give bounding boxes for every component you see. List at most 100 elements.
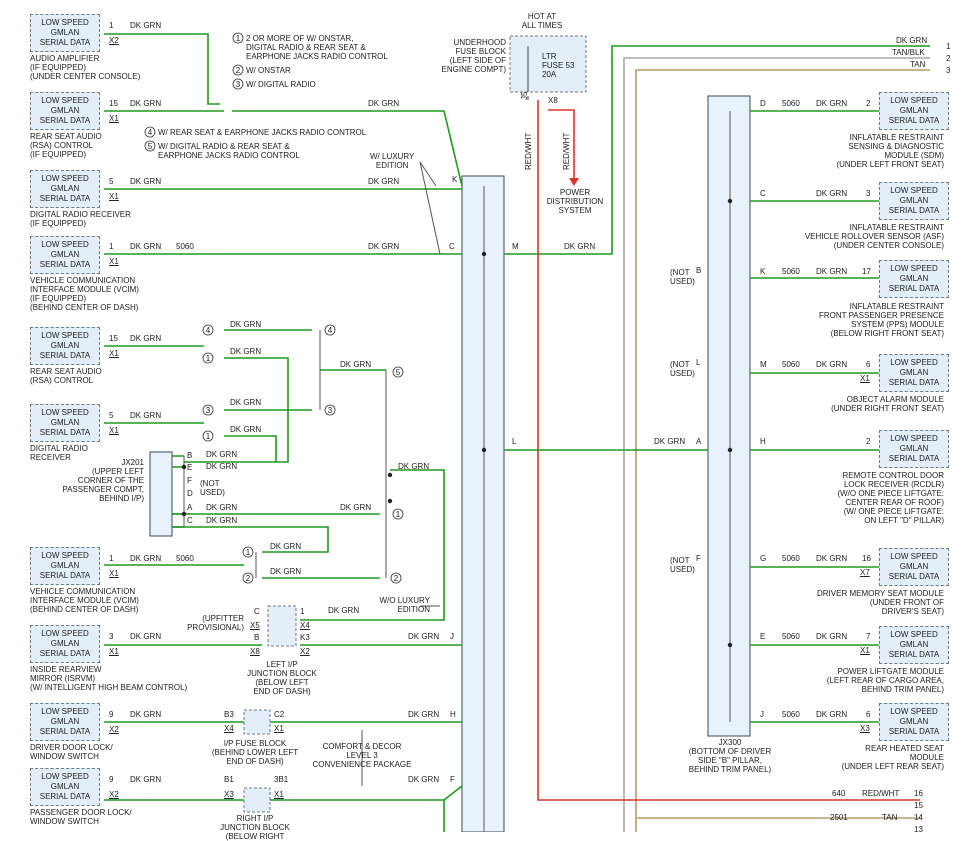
- jx201-label: JX201 (UPPER LEFT CORNER OF THE PASSENGE…: [62, 458, 144, 503]
- ip-fuse-box: [243, 709, 271, 735]
- circuit-label: 5060: [782, 632, 800, 641]
- wire-label: DK GRN: [130, 775, 162, 784]
- conn-label: X1: [109, 426, 119, 435]
- conn-label: X2: [109, 725, 119, 734]
- wire-label: DK GRN: [230, 398, 262, 407]
- conn-label: X5: [250, 621, 260, 630]
- circle-num: 1: [235, 34, 241, 43]
- circuit-label: 5060: [782, 99, 800, 108]
- conn-label: X2: [300, 647, 310, 656]
- wire-label: RED/WHT: [862, 789, 900, 798]
- pin-label: 9: [109, 775, 114, 784]
- wire-label: DK GRN: [368, 242, 400, 251]
- wire-label: DK GRN: [270, 567, 302, 576]
- pin-label: 6: [866, 710, 871, 719]
- pin-label: J: [450, 632, 454, 641]
- j5-label: J5: [520, 91, 529, 100]
- conn-label: X2: [109, 790, 119, 799]
- wire-label: DK GRN: [564, 242, 596, 251]
- wire-label: DK GRN: [816, 710, 848, 719]
- wire-label: DK GRN: [398, 462, 430, 471]
- wire-label: DK GRN: [340, 360, 372, 369]
- pin-label: D: [760, 99, 766, 108]
- pin-label: 9: [109, 710, 114, 719]
- fuse-label: LTR FUSE 53 20A: [542, 52, 575, 79]
- jx300-splice-block: [707, 95, 751, 737]
- pin-label: 15: [109, 334, 118, 343]
- pin-label: 15: [109, 99, 118, 108]
- conn-label: X7: [860, 568, 870, 577]
- wire-label: DK GRN: [130, 710, 162, 719]
- pin-label: K3: [300, 633, 310, 642]
- pin-label: 17: [862, 267, 871, 276]
- wire-dr-receiver: [104, 409, 312, 462]
- power-dist-label: POWER DISTRIBUTION SYSTEM: [546, 188, 604, 215]
- not-used-label: (NOT USED): [670, 556, 695, 574]
- pin-label: 2: [866, 437, 871, 446]
- wire-label: DK GRN: [270, 542, 302, 551]
- pin-label: 16: [862, 554, 871, 563]
- wire-label: DK GRN: [816, 99, 848, 108]
- wire-label: DK GRN: [816, 554, 848, 563]
- note-1: 2 OR MORE OF W/ ONSTAR, DIGITAL RADIO & …: [246, 34, 388, 61]
- pin-label: 13: [914, 825, 923, 834]
- module-desc: VEHICLE COMMUNICATION INTERFACE MODULE (…: [30, 276, 139, 312]
- conn-label: X1: [109, 114, 119, 123]
- pin-label: 6: [866, 360, 871, 369]
- pin-label: K: [452, 175, 458, 184]
- pin-label: M: [512, 242, 519, 251]
- pin-label: L: [696, 358, 701, 367]
- hot-label: HOT AT ALL TIMES: [521, 12, 563, 30]
- wire-label: TAN/BLK: [892, 48, 925, 57]
- circuit-label: 5060: [782, 360, 800, 369]
- module-desc: POWER LIFTGATE MODULE (LEFT REAR OF CARG…: [826, 667, 944, 694]
- wire-label: DK GRN: [408, 632, 440, 641]
- wire-tan-blk-2: [623, 57, 930, 832]
- pin-label: 1: [300, 607, 305, 616]
- pin-label: L: [512, 437, 517, 446]
- circle-num: 4: [205, 326, 211, 335]
- fuse-block-label: UNDERHOOD FUSE BLOCK (LEFT SIDE OF ENGIN…: [441, 38, 506, 74]
- wire-red-wht-fuse: [537, 100, 920, 801]
- pin-label: K: [760, 267, 766, 276]
- pin-label: B: [696, 266, 702, 275]
- note-3: W/ DIGITAL RADIO: [246, 80, 316, 89]
- conn-label: X1: [109, 192, 119, 201]
- wire-label: DK GRN: [130, 21, 162, 30]
- module-desc: INSIDE REARVIEW MIRROR (ISRVM) (W/ INTEL…: [30, 665, 188, 692]
- module-desc: OBJECT ALARM MODULE (UNDER RIGHT FRONT S…: [831, 395, 944, 413]
- wire-label: DK GRN: [130, 554, 162, 563]
- comfort-label: COMFORT & DECOR LEVEL 3 CONVENIENCE PACK…: [312, 742, 412, 769]
- module-desc: PASSENGER DOOR LOCK/ WINDOW SWITCH: [30, 808, 132, 826]
- arrow-power-distribution: [569, 178, 579, 186]
- wire-label: DK GRN: [206, 450, 238, 459]
- option-brackets: [319, 330, 387, 578]
- circle-num: 2: [245, 574, 251, 583]
- left-ip-jb-label: LEFT I/P JUNCTION BLOCK (BELOW LEFT END …: [247, 660, 317, 696]
- circle-num: 4: [147, 128, 153, 137]
- wire-label: DK GRN: [328, 606, 360, 615]
- luxury-pointer: [419, 161, 441, 255]
- wire-rsa-15: [104, 110, 463, 187]
- pin-label: 1: [946, 42, 951, 51]
- pin-label: B: [187, 451, 193, 460]
- wire-label: DK GRN: [230, 347, 262, 356]
